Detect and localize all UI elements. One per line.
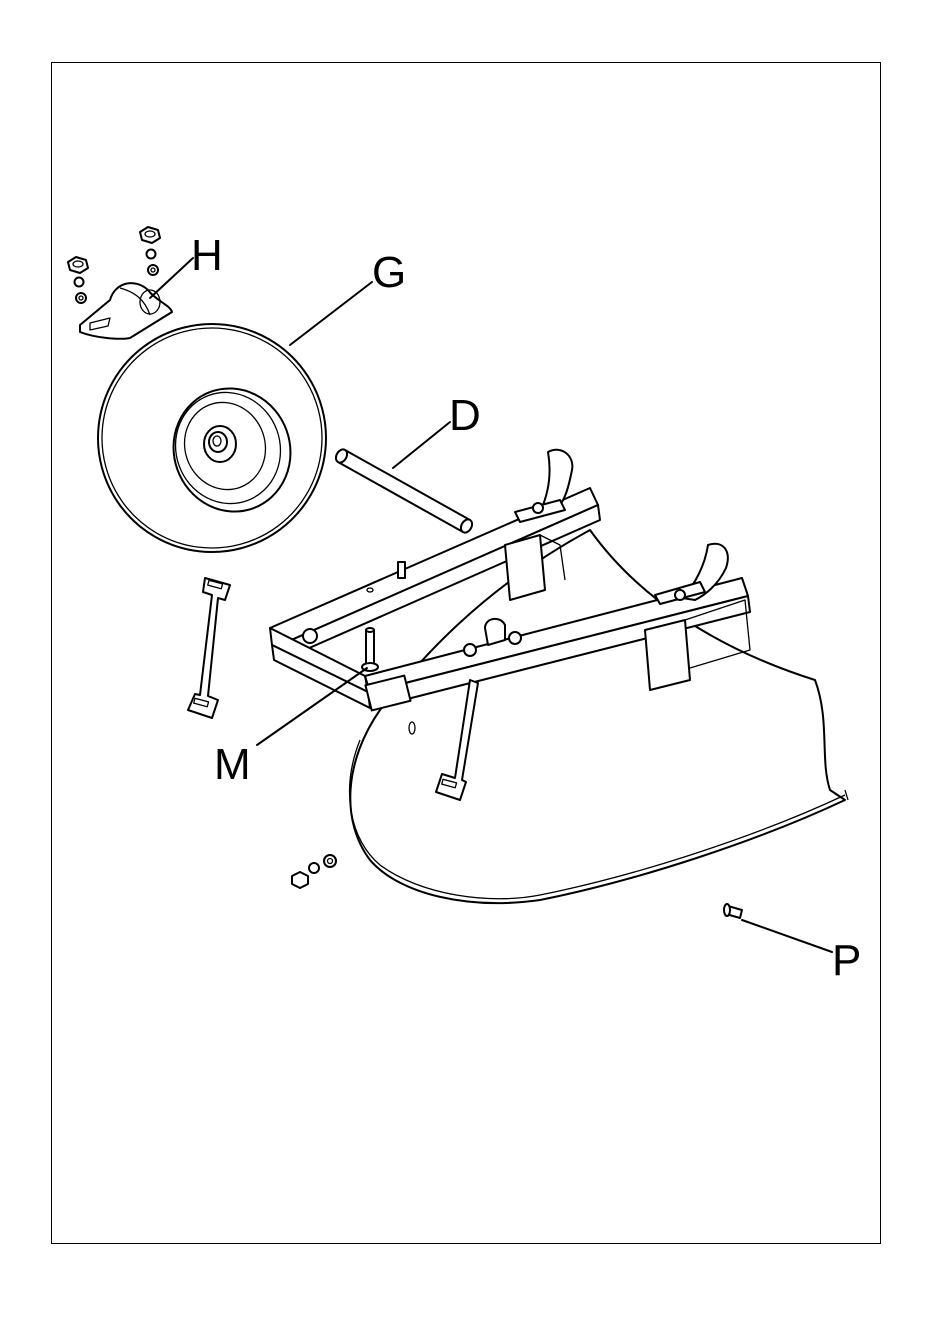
label-h: H [191, 231, 223, 280]
bolt [362, 628, 378, 671]
label-d: D [449, 391, 481, 440]
pin [724, 904, 742, 918]
axle [334, 447, 475, 534]
label-m: M [214, 740, 251, 789]
frame [270, 450, 750, 711]
label-p: P [832, 936, 861, 985]
wheel [72, 298, 351, 577]
label-g: G [372, 248, 406, 297]
